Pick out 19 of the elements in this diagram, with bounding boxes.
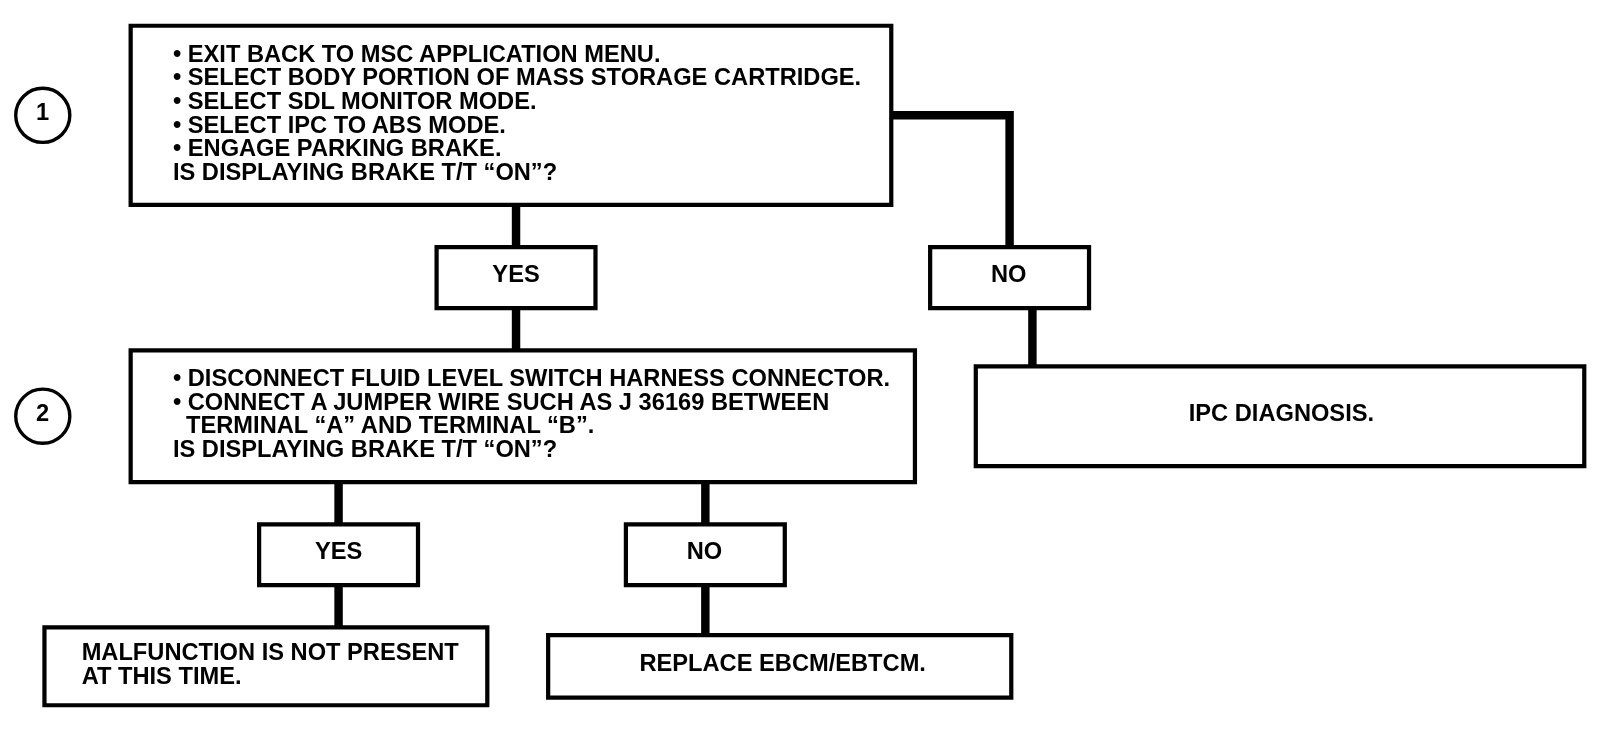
connector — [701, 481, 710, 524]
node-box: NO — [928, 244, 1092, 310]
connector — [334, 584, 343, 627]
node-circle: 1 — [14, 86, 72, 144]
node-box: YES — [257, 521, 421, 587]
node-box: REPLACE EBCM/EBTCM. — [546, 632, 1014, 700]
connector — [1028, 307, 1037, 366]
connector — [701, 584, 710, 634]
connector — [511, 307, 521, 350]
node-box: NO — [623, 521, 787, 587]
node-box: YES — [434, 244, 598, 310]
node-box: MALFUNCTION IS NOT PRESENT AT THIS TIME. — [42, 624, 490, 707]
connector — [891, 110, 1014, 247]
node-box: • EXIT BACK TO MSC APPLICATION MENU. • SELECT BODY PORTION OF MASS STORAGE CARTRIDGE. • SELECT SDL MONITOR MODE. • SELECT IPC TO ABS MODE. • ENGAGE PARKING BRAKE. IS DISPLAYING BRAKE T/T “ON”? — [128, 23, 894, 207]
connector — [334, 481, 343, 524]
node-box: • DISCONNECT FLUID LEVEL SWITCH HARNESS CONNECTOR. • CONNECT A JUMPER WIRE SUCH AS J 36169 BETWEEN TERMINAL “A” AND TERMINAL “B”. IS DISPLAYING BRAKE T/T “ON”? — [128, 347, 918, 484]
connector — [511, 204, 521, 247]
node-circle: 2 — [14, 386, 72, 445]
node-box: IPC DIAGNOSIS. — [973, 363, 1587, 468]
